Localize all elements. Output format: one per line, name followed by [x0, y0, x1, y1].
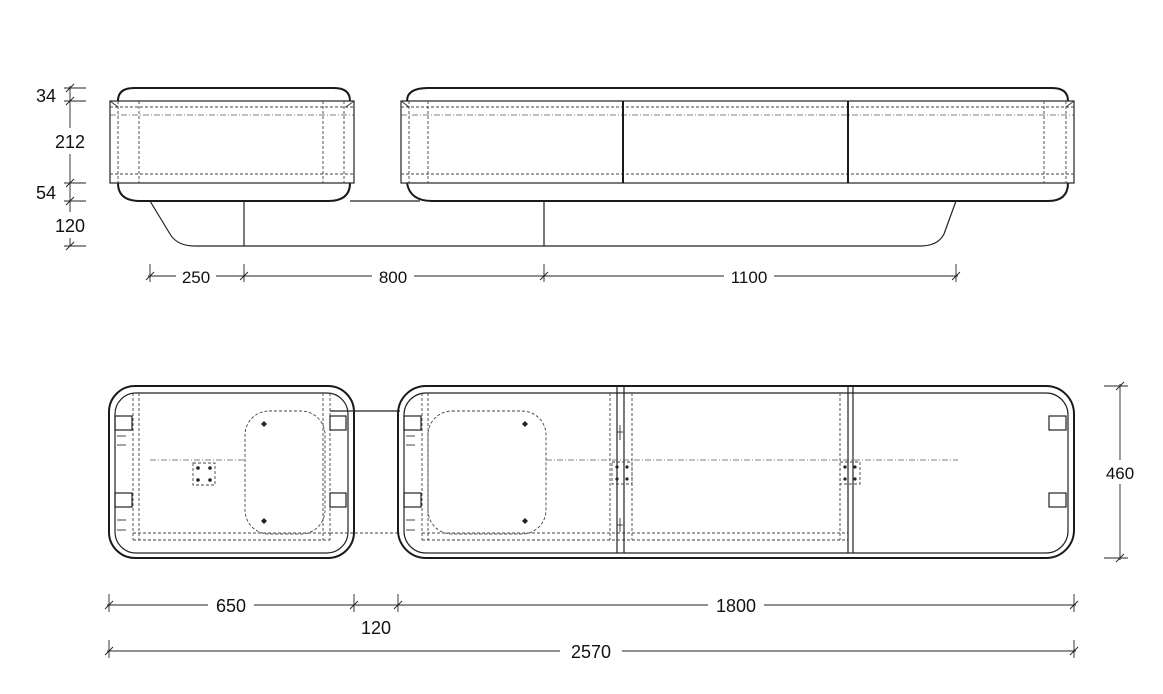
dim-250: 250: [182, 268, 210, 287]
plan-overall-dim: 2570: [104, 640, 1079, 662]
dim-2570: 2570: [571, 642, 611, 662]
plan-depth-dim: 460: [1100, 381, 1140, 563]
dim-460: 460: [1106, 464, 1134, 483]
dim-120-plan: 120: [361, 618, 391, 638]
dim-800: 800: [379, 268, 407, 287]
plan-view: 460 650 120 1800 2570: [104, 381, 1140, 662]
dim-54: 54: [36, 183, 56, 203]
small-cabinet-plan: [108, 385, 355, 559]
large-cabinet-front: [400, 87, 1075, 202]
small-cabinet-front: [109, 87, 355, 202]
base-horizontal-dims: 250 800 1100: [145, 264, 961, 287]
dim-34: 34: [36, 86, 56, 106]
dim-650: 650: [216, 596, 246, 616]
large-cabinet-plan: [397, 385, 1075, 559]
front-elevation: 34 212 54 120 250 800 1100: [30, 83, 1075, 287]
vertical-dim-chain: 34 212 54 120: [30, 83, 96, 251]
dim-1800: 1800: [716, 596, 756, 616]
base-front: [149, 200, 957, 247]
plan-width-dims: 650 120 1800: [104, 594, 1079, 638]
dim-120-front: 120: [55, 216, 85, 236]
dim-212: 212: [55, 132, 85, 152]
dim-1100: 1100: [731, 268, 768, 287]
